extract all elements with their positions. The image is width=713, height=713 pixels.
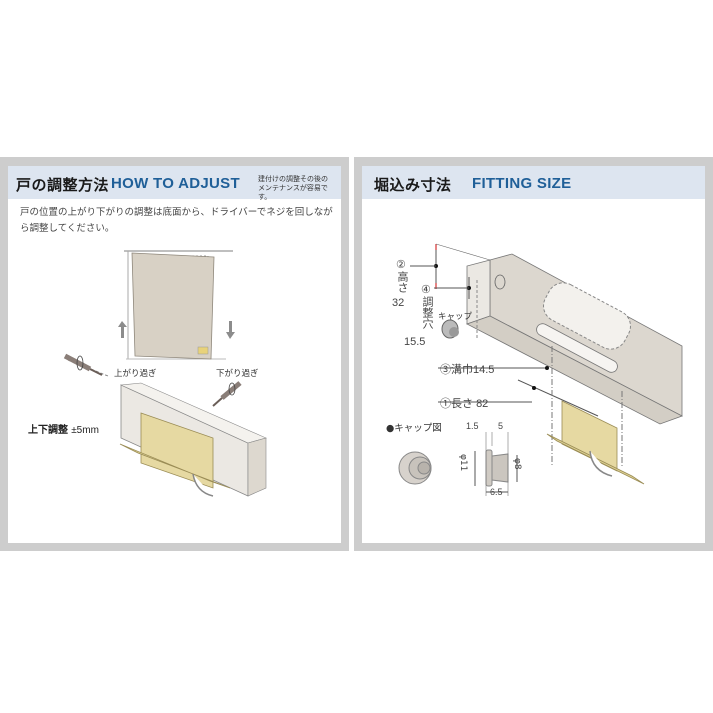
section-title-jp: 堀込み寸法 (374, 176, 452, 194)
height-label: 高さ (396, 271, 409, 293)
cap-diagram-title: ●キャップ図 (386, 423, 442, 434)
adjust-range: 上下調整 ±5mm (28, 425, 99, 436)
cap-label: キャップ (438, 312, 473, 322)
section-title-en: FITTING SIZE (472, 175, 572, 192)
screwdriver-icon (63, 353, 103, 376)
cap-inner-diameter: φ8 (512, 458, 522, 470)
cap-front-view (398, 451, 432, 485)
section-title-en: HOW TO ADJUST (111, 175, 240, 192)
hole-number: ④ (421, 284, 431, 296)
fitting-size-content: 堀込み寸法 FITTING SIZE (362, 166, 705, 543)
length: ①長さ 82 (440, 398, 489, 410)
arrow-up-icon (118, 321, 127, 338)
cap-body-dim: 5 (498, 421, 504, 431)
fitting-size-diagram (398, 243, 683, 496)
screwdriver-icon (212, 381, 242, 407)
how-to-adjust-header: 戸の調整方法 HOW TO ADJUST 建付けの調整その後の メンテナンスが容… (8, 166, 341, 201)
cap-flange-dim: 1.5 (466, 421, 479, 431)
hole-value: 15.5 (404, 336, 426, 348)
arrow-down-icon (226, 321, 235, 339)
hole-label: 調整穴 (421, 296, 434, 329)
height-value: 32 (392, 297, 405, 309)
cap-side-view (485, 449, 509, 487)
how-to-adjust-panel: 戸の調整方法 HOW TO ADJUST 建付けの調整その後の メンテナンスが容… (0, 157, 349, 551)
section-title-jp: 戸の調整方法 (16, 176, 110, 194)
cap-total-length: 6.5 (490, 487, 503, 497)
label-too-high: 上がり過ぎ (114, 369, 157, 379)
header-note: 建付けの調整その後の メンテナンスが容易です。 (258, 175, 328, 201)
height-number: ② (396, 259, 406, 271)
groove-width: ③溝巾14.5 (440, 364, 495, 376)
label-too-low: 下がり過ぎ (216, 369, 259, 379)
cap-icon (441, 319, 459, 339)
door-position-diagram (118, 250, 235, 360)
fitting-size-panel: 堀込み寸法 FITTING SIZE (354, 157, 713, 551)
adjustment-diagram (63, 353, 267, 497)
adjust-description: 戸の位置の上がり下がりの調整は底面から、ドライバーでネジを回しながら調整してくだ… (20, 207, 333, 234)
how-to-adjust-content: 戸の調整方法 HOW TO ADJUST 建付けの調整その後の メンテナンスが容… (8, 166, 341, 543)
fitting-size-header: 堀込み寸法 FITTING SIZE (362, 166, 705, 199)
cap-outer-diameter: φ11 (458, 454, 468, 472)
